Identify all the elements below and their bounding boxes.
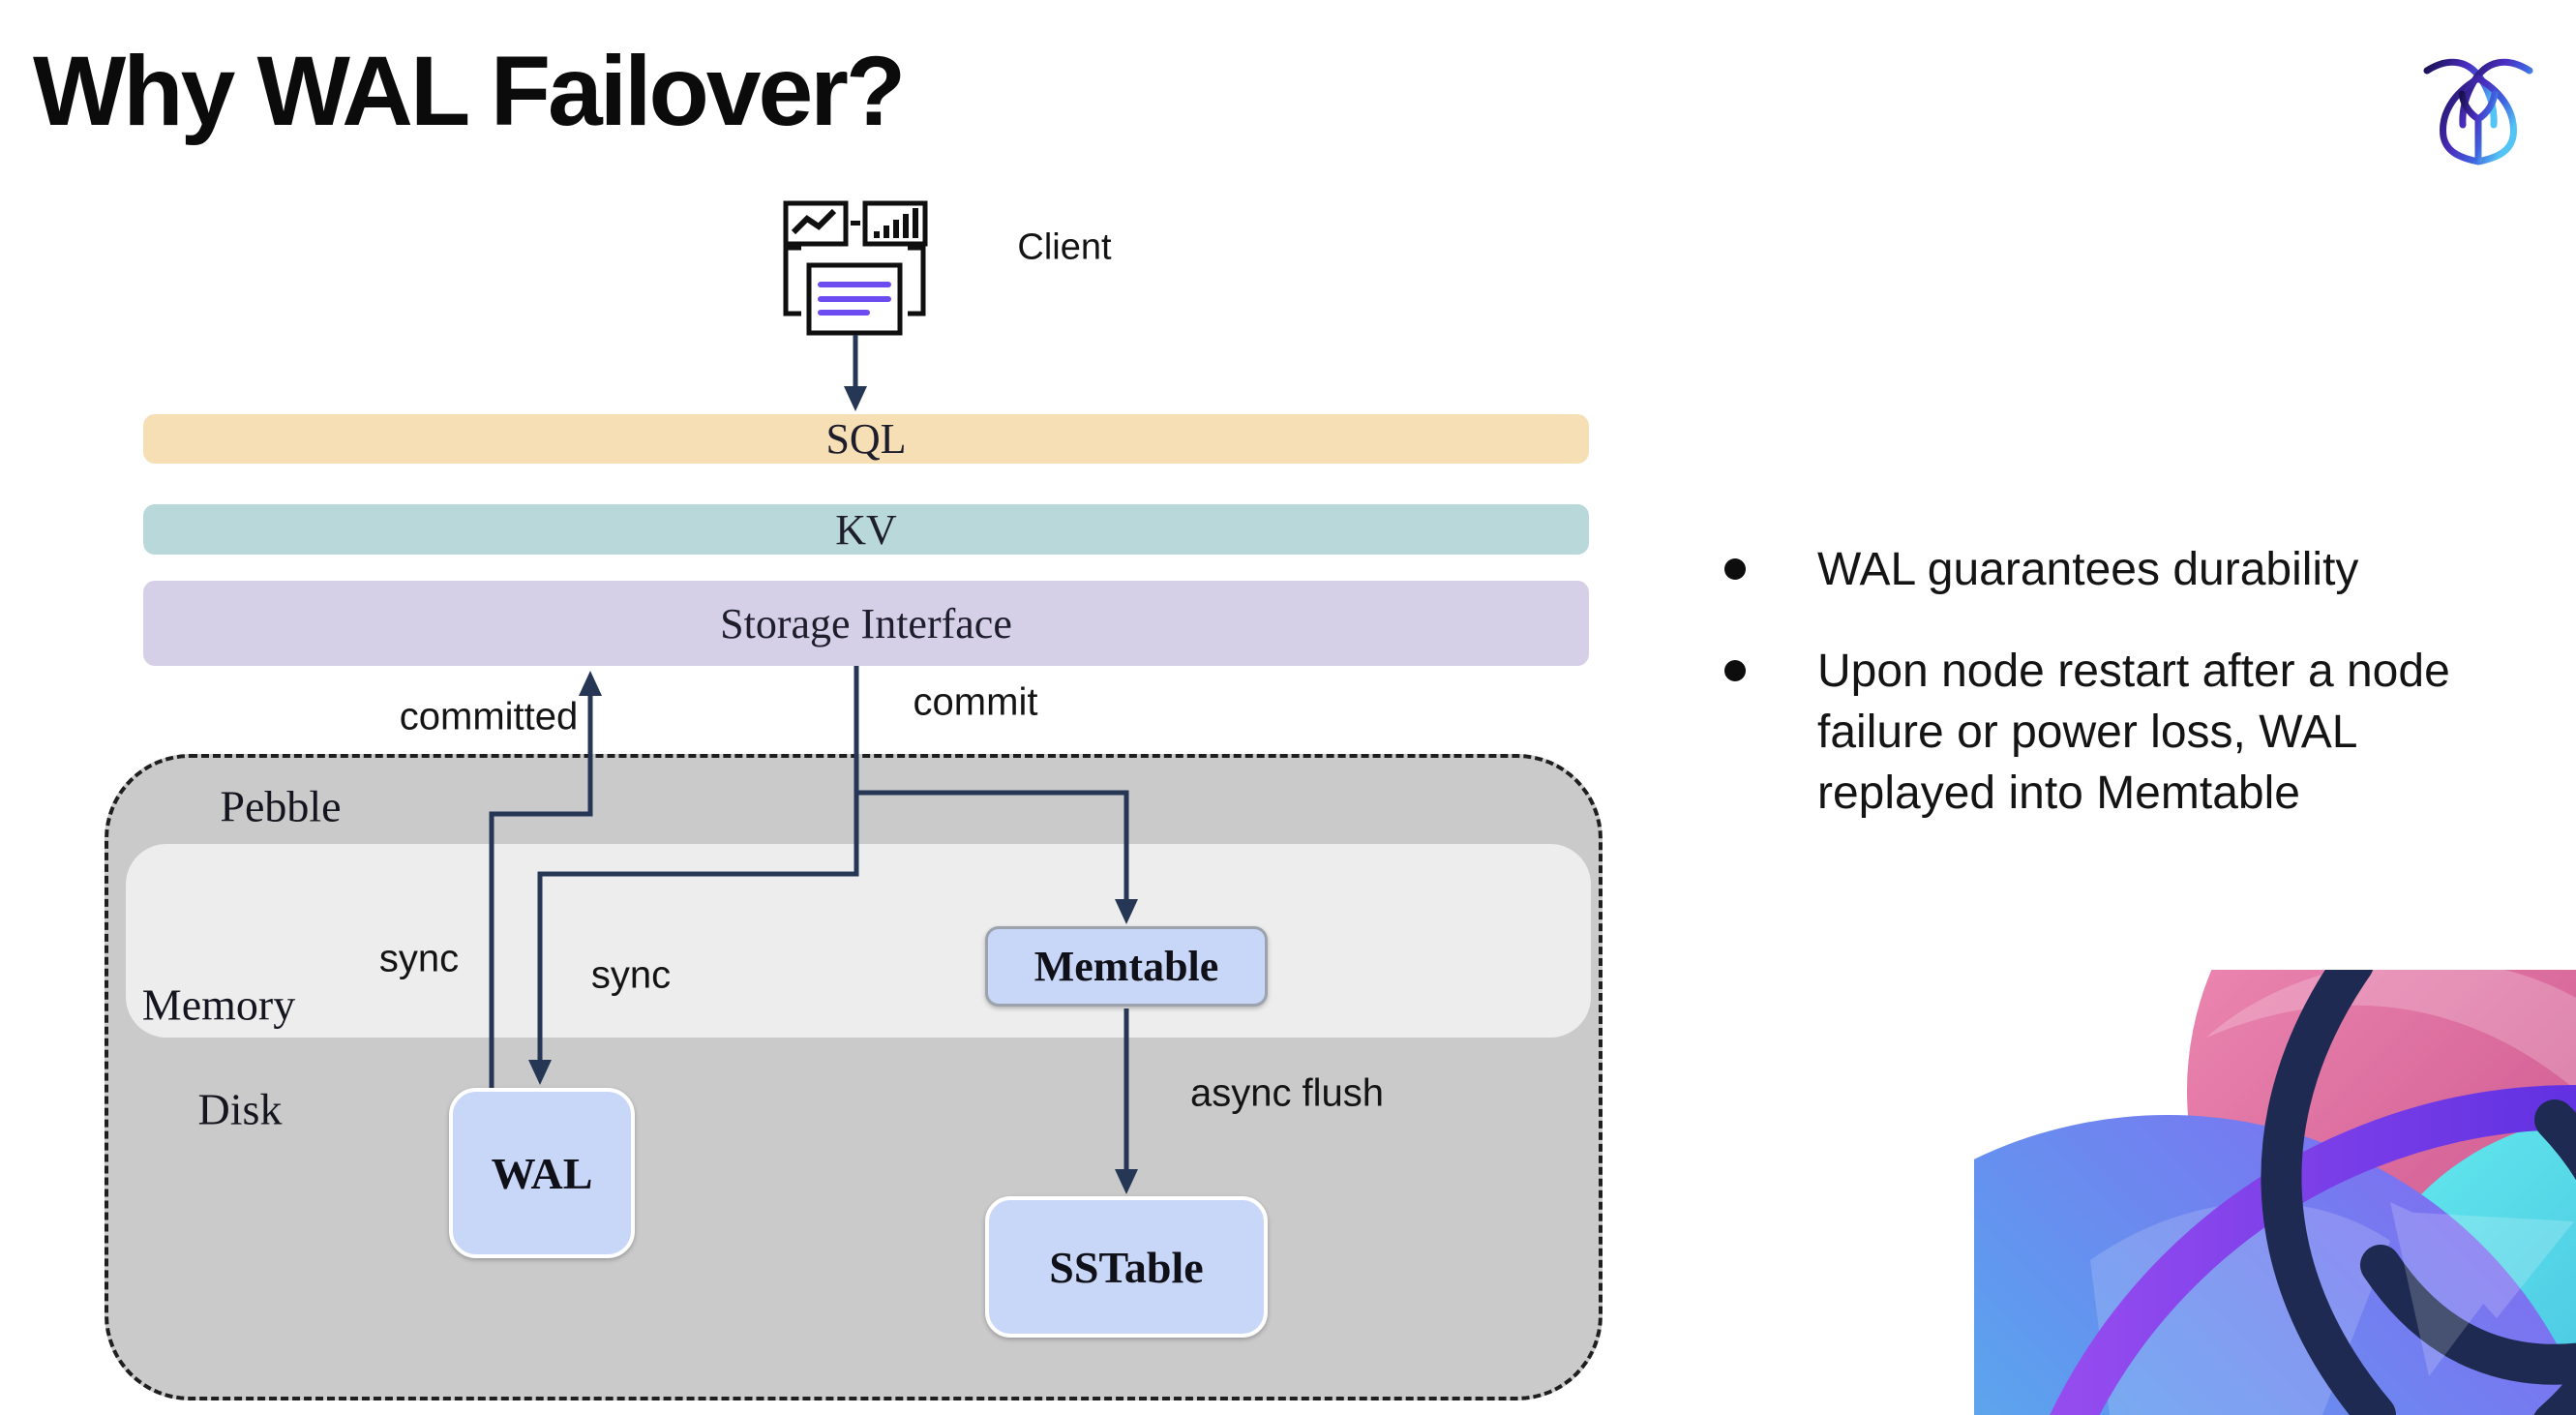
sync-left-label: sync — [378, 937, 460, 980]
sstable-box-label: SSTable — [1049, 1242, 1204, 1292]
layer-kv: KV — [143, 504, 1589, 555]
commit-label: commit — [913, 680, 1038, 724]
memory-band — [126, 844, 1591, 1038]
sstable-box: SSTable — [985, 1196, 1268, 1338]
bullet-dot — [1724, 660, 1746, 681]
sync-right-label: sync — [590, 953, 672, 997]
bullet-text: Upon node restart after a node failure o… — [1817, 646, 2450, 819]
list-item: Upon node restart after a node failure o… — [1724, 641, 2460, 824]
layer-sql-label: SQL — [825, 415, 907, 463]
layer-kv-label: KV — [835, 505, 897, 554]
disk-label: Disk — [197, 1084, 283, 1134]
layer-storage-interface-label: Storage Interface — [720, 599, 1012, 647]
bullet-list: WAL guarantees durability Upon node rest… — [1724, 539, 2460, 864]
bullet-text: WAL guarantees durability — [1817, 544, 2359, 595]
bullet-dot — [1724, 558, 1746, 580]
memory-label: Memory — [141, 979, 296, 1030]
client-label: Client — [1017, 226, 1112, 268]
committed-label: committed — [399, 695, 579, 738]
brand-artwork — [1974, 970, 2576, 1415]
memtable-box: Memtable — [985, 926, 1268, 1007]
memtable-box-label: Memtable — [1033, 943, 1219, 990]
list-item: WAL guarantees durability — [1724, 539, 2460, 600]
cockroachdb-logo-icon — [2423, 58, 2533, 166]
async-flush-label: async flush — [1189, 1071, 1385, 1115]
layer-sql: SQL — [143, 414, 1589, 464]
client-icon — [783, 200, 928, 336]
wal-box-label: WAL — [491, 1148, 593, 1198]
wal-box: WAL — [449, 1088, 635, 1258]
layer-storage-interface: Storage Interface — [143, 581, 1589, 666]
pebble-label: Pebble — [220, 781, 342, 831]
page-title: Why WAL Failover? — [33, 36, 906, 146]
